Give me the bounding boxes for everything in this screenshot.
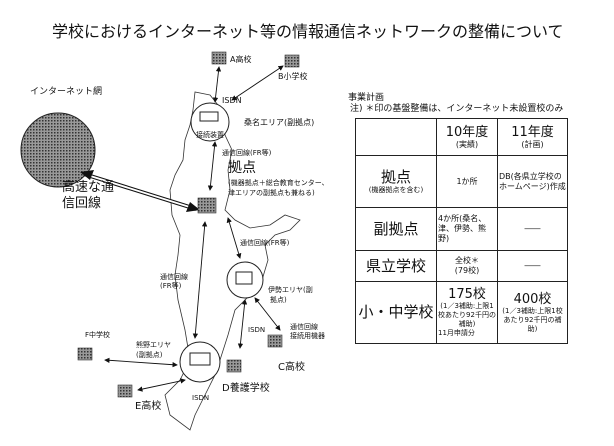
- e-school-label: E高校: [135, 401, 162, 412]
- page-title: 学校におけるインターネット等の情報通信ネットワークの整備について: [52, 22, 564, 41]
- plan-table: 10年度(実績) 11年度(計画) 拠点(機器拠点を含む) 1か所 DB(各県立…: [355, 118, 568, 344]
- hub-sub-1: (機器拠点＋総合教育センター、: [228, 179, 329, 187]
- col-sub: (計画): [521, 139, 544, 149]
- computer-b: [284, 54, 300, 68]
- col-header: 11年度: [511, 124, 554, 140]
- line-label: (FR等): [160, 282, 182, 290]
- hub-sub-2: 津エリアの副拠点も兼ねる): [228, 189, 315, 197]
- highspeed-label-1: 高速な通: [62, 180, 115, 195]
- computer-hub: [197, 197, 217, 214]
- row-label: 県立学校: [365, 256, 426, 275]
- cell: ――: [497, 250, 568, 282]
- d-school-label: D養護学校: [222, 383, 270, 394]
- cell: DB(各県立学校のホームページ)作成: [497, 155, 568, 208]
- row-label: 小・中学校: [358, 303, 434, 321]
- line-label: 通信回線: [160, 273, 188, 281]
- line-label: 通信回線(FR等): [222, 149, 272, 157]
- b-school-label: B小学校: [278, 72, 308, 81]
- cell: 1か所: [436, 155, 498, 208]
- highspeed-label-2: 信回線: [62, 196, 102, 211]
- cell: (1／3補助:上限1校あたり92千円の補助): [502, 306, 563, 333]
- plan-heading: 事業計画: [348, 93, 385, 103]
- row-label: 拠点: [380, 167, 411, 186]
- isdn-label: ISDN: [192, 394, 210, 402]
- cell: ――: [497, 207, 568, 251]
- cell: (79校): [454, 266, 480, 275]
- ise-label-1: 伊勢エリヤ(副: [268, 286, 313, 294]
- col-sub: (実績): [455, 139, 479, 149]
- table-row: 副拠点 4か所(桑名、津、伊勢、熊野) ――: [355, 207, 568, 251]
- equip-label-2: 接続用機器: [290, 332, 325, 340]
- kuwana-label: 桑名エリア(副拠点): [244, 118, 315, 127]
- device-label: 接続装置: [196, 131, 224, 139]
- kumano-label-1: 熊野エリヤ: [136, 341, 171, 349]
- cell: 4か所(桑名、津、伊勢、熊野): [436, 207, 498, 251]
- cell: 175校: [448, 287, 486, 302]
- table-row: 拠点(機器拠点を含む) 1か所 DB(各県立学校のホームページ)作成: [355, 155, 568, 208]
- computer-a: [211, 51, 227, 65]
- cell: (1／3補助:上限1校あたり92千円の補助): [438, 302, 496, 328]
- ise-label-2: 拠点): [270, 296, 287, 304]
- cell: 400校: [513, 291, 552, 307]
- computer-f: [77, 347, 93, 361]
- table-row: 県立学校 全校＊(79校) ――: [355, 250, 568, 282]
- internet-label: インターネット網: [30, 87, 103, 97]
- kumano-label-2: (副拠点): [136, 351, 163, 359]
- globe: [20, 112, 96, 188]
- table-row: 小・中学校 175校(1／3補助:上限1校あたり92千円の補助)11月申請分 4…: [355, 281, 568, 344]
- computer-c: [267, 334, 283, 348]
- hub-label: 拠点: [228, 160, 256, 176]
- cell: 11月申請分: [438, 329, 475, 337]
- row-sub: (機器拠点を含む): [368, 185, 424, 194]
- plan-note: 注) ＊印の基盤整備は、インターネット未設置校のみ: [350, 104, 564, 114]
- map-outline: [164, 91, 301, 431]
- isdn-label: ISDN: [222, 96, 242, 105]
- computer-e: [117, 384, 133, 398]
- computer-d: [226, 359, 242, 373]
- row-label: 副拠点: [373, 219, 419, 238]
- isdn-label: ISDN: [248, 326, 266, 334]
- a-school-label: A高校: [230, 55, 252, 64]
- f-school-label: F中学校: [85, 331, 111, 339]
- c-school-label: C高校: [278, 362, 305, 373]
- equip-label-1: 通信回線: [290, 323, 318, 331]
- cell: 全校＊: [455, 256, 479, 265]
- col-header: 10年度: [445, 124, 489, 140]
- line-label: 通信回線(FR等): [240, 239, 290, 247]
